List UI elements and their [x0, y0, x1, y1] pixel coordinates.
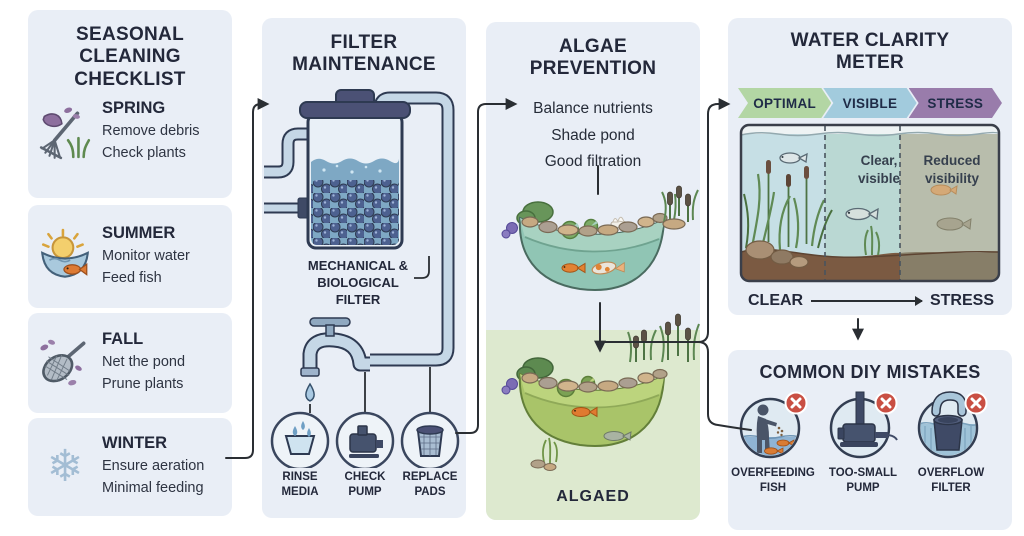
mistake-overflow-filter: OVERFLOW FILTER: [908, 390, 994, 496]
season-task: Monitor water: [102, 247, 190, 264]
clear-to-stress-arrow: [811, 296, 923, 306]
clarity-title: WATER CLARITY METER: [790, 30, 950, 74]
season-row-fall: FALL Net the pond Prune plants: [28, 313, 232, 413]
algae-tip: Shade pond: [551, 126, 635, 144]
season-name: SPRING: [102, 99, 166, 118]
overflow-filter-icon: [917, 391, 988, 459]
mistakes-panel: COMMON DIY MISTAKES: [728, 350, 1012, 530]
season-row-spring: SPRING Remove debris Check plants: [28, 99, 232, 165]
filter-unit-illustration: [264, 89, 460, 468]
season-name: SUMMER: [102, 223, 176, 242]
algae-tips: Balance nutrients Shade pond Good filtra…: [486, 96, 700, 176]
algaed-label: ALGAED: [556, 488, 630, 505]
season-task: Ensure aeration: [102, 458, 205, 475]
algae-tip: Balance nutrients: [533, 100, 653, 117]
algaed-pond-illustration: [501, 313, 700, 471]
filter-diagram-label: MECHANICAL & BIOLOGICAL FILTER: [307, 258, 409, 307]
season-name: WINTER: [102, 434, 168, 453]
clarity-scale: CLEAR STRESS: [748, 292, 994, 310]
mistake-label: TOO-SMALL PUMP: [828, 467, 898, 494]
mistake-label: OVERFLOW FILTER: [917, 467, 985, 494]
overfeeding-fish-icon: [739, 391, 808, 459]
too-small-pump-icon: [829, 391, 898, 459]
band-visible-label: VISIBLE: [842, 95, 898, 111]
band-stress: STRESS: [909, 88, 1002, 118]
season-task: Net the pond: [102, 354, 186, 371]
mistake-too-small-pump: TOO-SMALL PUMP: [820, 390, 906, 496]
algae-panel: ALGAE PREVENTION Balance nutrients Shade…: [486, 22, 700, 520]
checklist-title: SEASONAL CLEANING CHECKLIST: [74, 24, 186, 90]
checklist-winter-card: ❄ WINTER Ensure aeration Minimal feeding: [28, 418, 232, 516]
season-task: Check plants: [102, 144, 186, 161]
sun-fish-icon: [41, 228, 89, 278]
mistakes-title: COMMON DIY MISTAKES: [759, 362, 981, 382]
aquarium-illustration: [739, 123, 1001, 283]
season-task: Feed fish: [102, 269, 162, 286]
algae-title: ALGAE PREVENTION: [529, 36, 657, 80]
season-task: Minimal feeding: [102, 480, 204, 496]
season-row-summer: SUMMER Monitor water Feed fish: [28, 205, 232, 308]
season-task: Remove debris: [102, 123, 200, 140]
zone-note-visible: Clear, visible: [857, 153, 901, 186]
checklist-fall-card: FALL Net the pond Prune plants: [28, 313, 232, 413]
mistake-label: OVERFEEDING FISH: [731, 467, 815, 494]
season-task: Prune plants: [102, 376, 184, 392]
rake-icon: [39, 107, 91, 160]
check-pump-icon: [349, 425, 383, 458]
checklist-summer-card: SUMMER Monitor water Feed fish: [28, 205, 232, 308]
filter-title: FILTER MAINTENANCE: [292, 32, 436, 76]
band-visible: VISIBLE: [823, 88, 916, 118]
filter-panel: FILTER MAINTENANCE: [262, 18, 466, 518]
step-label-rinse-media: RINSE MEDIA: [281, 471, 319, 498]
season-name: FALL: [102, 330, 144, 349]
water-clarity-panel: WATER CLARITY METER OPTIMAL VISIBLE STRE…: [728, 18, 1012, 315]
skimmer-net-icon: [40, 339, 86, 386]
zone-note-stress: Reduced visibility: [923, 153, 981, 186]
season-row-winter: ❄ WINTER Ensure aeration Minimal feeding: [28, 418, 232, 516]
clarity-bands: OPTIMAL VISIBLE STRESS: [738, 88, 1002, 118]
clean-pond-illustration: [501, 185, 699, 291]
step-label-check-pump: CHECK PUMP: [344, 471, 386, 498]
replace-pads-icon: [416, 425, 444, 457]
pond-illustrations: [501, 185, 700, 471]
mistake-overfeeding: OVERFEEDING FISH: [730, 390, 816, 496]
step-label-replace-pads: REPLACE PADS: [402, 471, 458, 498]
snowflake-icon: ❄: [46, 442, 84, 491]
scale-stress-label: STRESS: [929, 292, 994, 309]
band-stress-label: STRESS: [927, 95, 984, 111]
band-optimal-label: OPTIMAL: [753, 95, 817, 111]
algae-tip: Good filtration: [544, 153, 642, 171]
checklist-panel: SEASONAL CLEANING CHECKLIST SPRING Remov…: [28, 10, 232, 198]
rinse-media-icon: [284, 421, 316, 455]
band-optimal: OPTIMAL: [738, 88, 831, 118]
scale-clear-label: CLEAR: [748, 292, 804, 309]
